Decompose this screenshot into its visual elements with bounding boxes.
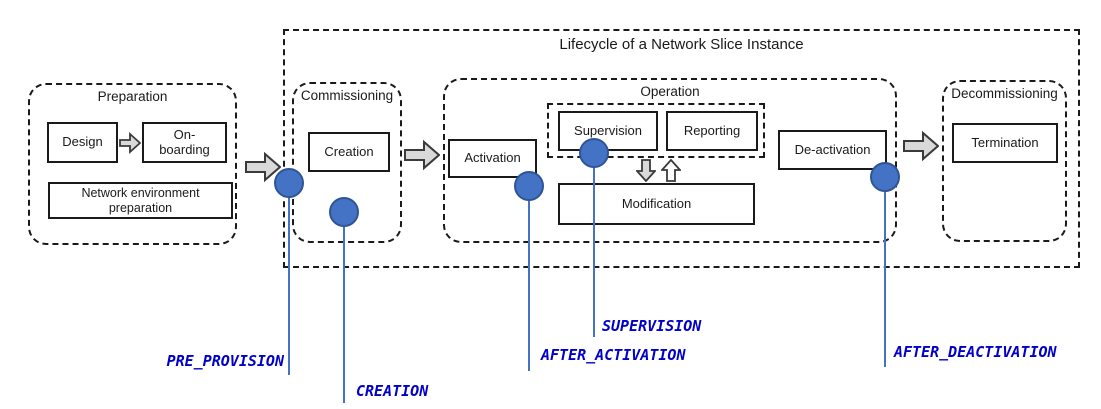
- after-deactivation-leader-line: [884, 177, 886, 367]
- preparation-title: Preparation: [97, 89, 168, 104]
- supervision-reporting-group-box: Supervision Reporting: [547, 103, 765, 158]
- pre-provision-leader-line: [288, 183, 290, 375]
- design-box: Design: [47, 122, 118, 163]
- creation-marker-circle: [329, 197, 359, 227]
- operation-title: Operation: [640, 84, 700, 99]
- creation-box: Creation: [308, 132, 390, 172]
- network-environment-preparation-box: Network environment preparation: [48, 182, 233, 219]
- preparation-to-commissioning-arrow-icon: [245, 149, 282, 185]
- after-activation-label: AFTER_ACTIVATION: [541, 346, 686, 364]
- supervision-box: Supervision: [558, 111, 658, 151]
- termination-box: Termination: [952, 123, 1058, 163]
- operation-to-decommissioning-arrow-icon: [903, 128, 940, 164]
- design-to-onboarding-arrow-icon: [119, 131, 142, 155]
- supervision-marker-circle: [579, 138, 609, 168]
- modification-box: Modification: [558, 183, 755, 225]
- deactivation-box: De-activation: [778, 130, 887, 170]
- preparation-phase-box: Preparation Design On- boarding Network …: [28, 83, 237, 245]
- decommissioning-phase-box: Decommissioning Termination: [942, 80, 1067, 242]
- creation-leader-line: [343, 212, 345, 403]
- reporting-box: Reporting: [666, 111, 758, 151]
- supervision-label: SUPERVISION: [602, 317, 702, 335]
- commissioning-to-operation-arrow-icon: [404, 137, 441, 173]
- after-deactivation-marker-circle: [870, 162, 900, 192]
- operation-phase-box: Operation Activation Supervision Reporti…: [443, 78, 897, 243]
- onboarding-box: On- boarding: [142, 122, 227, 163]
- commissioning-title: Commissioning: [300, 88, 394, 103]
- supervision-leader-line: [593, 153, 595, 337]
- creation-label: CREATION: [356, 382, 429, 400]
- lifecycle-boundary-box: [283, 29, 1080, 268]
- down-arrow-icon: [634, 159, 658, 183]
- decommissioning-title: Decommissioning: [951, 86, 1058, 101]
- pre-provision-marker-circle: [274, 168, 304, 198]
- commissioning-phase-box: Commissioning Creation: [292, 82, 402, 243]
- activation-box: Activation: [448, 139, 537, 178]
- diagram-title: Lifecycle of a Network Slice Instance: [559, 36, 804, 53]
- pre-provision-label: PRE_PROVISION: [166, 352, 284, 370]
- after-activation-marker-circle: [514, 171, 544, 201]
- after-deactivation-label: AFTER_DEACTIVATION: [894, 343, 1057, 361]
- up-arrow-icon: [659, 158, 683, 182]
- after-activation-leader-line: [528, 186, 530, 371]
